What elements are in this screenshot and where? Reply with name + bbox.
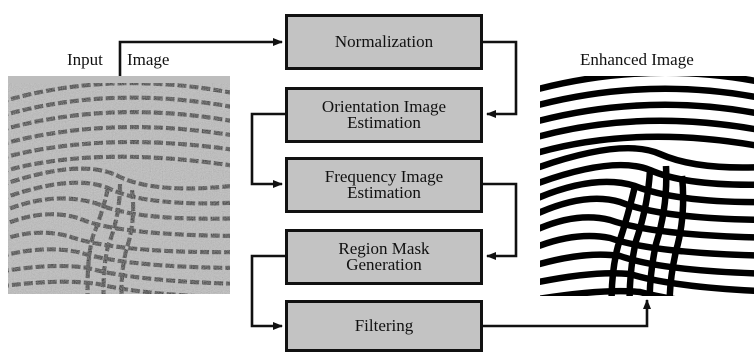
step-label: Filtering xyxy=(354,316,414,335)
step-label-line2: Estimation xyxy=(347,113,421,132)
step-label-line1: Frequency Image xyxy=(324,167,444,186)
step-orientation-estimation: Orientation Image Estimation xyxy=(285,87,483,143)
enhanced-fingerprint-image xyxy=(540,76,754,296)
normalization-to-orientation-arrow xyxy=(483,40,518,118)
regionmask-to-filtering-arrow xyxy=(250,254,285,330)
step-filtering: Filtering xyxy=(285,300,483,352)
step-label-line1: Region Mask xyxy=(338,239,430,258)
step-label-line1: Orientation Image xyxy=(321,97,447,116)
enhanced-image-label: Enhanced Image xyxy=(580,50,694,69)
step-normalization: Normalization xyxy=(285,14,483,70)
step-label-line2: Generation xyxy=(346,255,422,274)
orientation-to-frequency-arrow xyxy=(250,112,285,188)
step-region-mask-generation: Region Mask Generation xyxy=(285,229,483,285)
filtering-to-enhanced-arrow xyxy=(483,299,651,328)
frequency-to-regionmask-arrow xyxy=(483,182,518,260)
input-fingerprint-image xyxy=(8,76,230,294)
input-to-normalization-arrow xyxy=(118,38,283,76)
step-label: Normalization xyxy=(334,32,434,51)
input-image-label-part1: Input xyxy=(67,50,103,69)
input-image-label-part2: Image xyxy=(127,50,170,69)
step-label-line2: Estimation xyxy=(347,183,421,202)
step-frequency-estimation: Frequency Image Estimation xyxy=(285,157,483,213)
